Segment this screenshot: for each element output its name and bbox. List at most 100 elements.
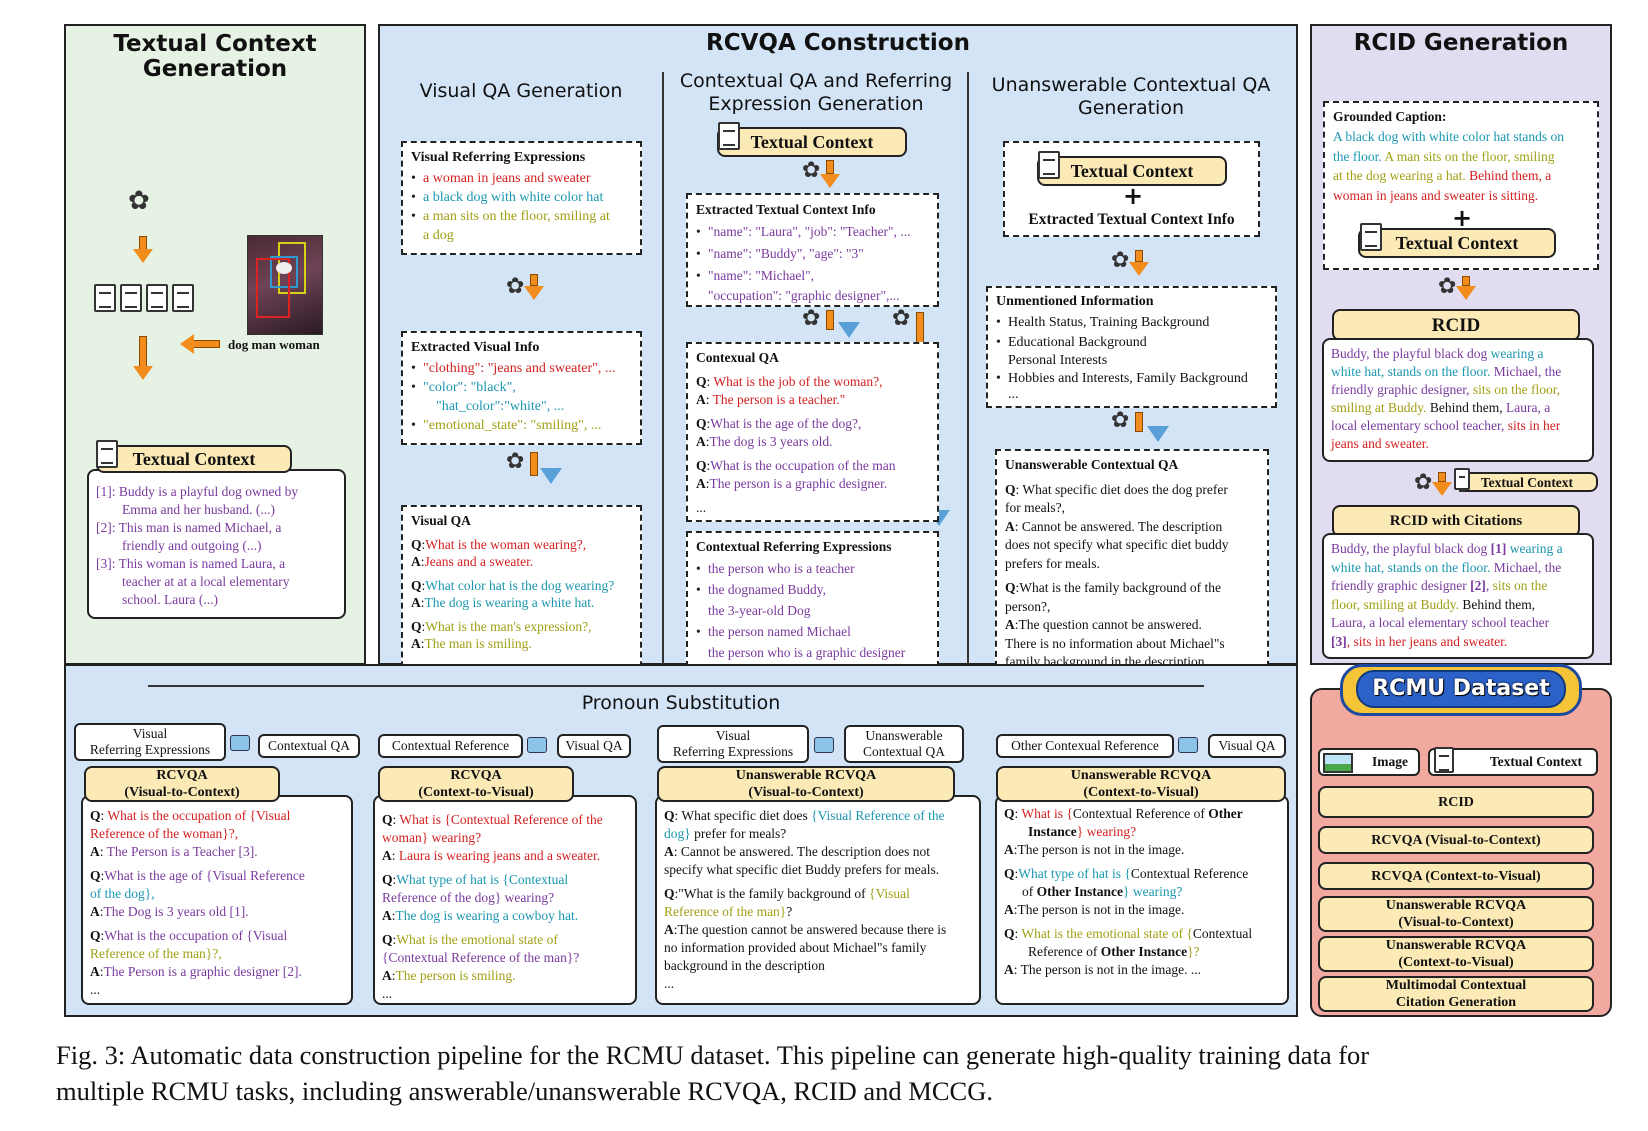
- puzzle-icon: [230, 735, 250, 751]
- filter-icon: [540, 468, 562, 484]
- openai-icon: ✿: [802, 306, 821, 331]
- openai-icon: ✿: [802, 158, 821, 183]
- puzzle-icon: [814, 737, 834, 753]
- filter-icon: [838, 322, 860, 338]
- document-icon: [1360, 223, 1382, 251]
- rcvqa-visual-to-context-label: RCVQA(Visual-to-Context): [84, 766, 280, 802]
- openai-icon: ✿: [892, 306, 911, 331]
- rcid-label: RCID: [1332, 309, 1580, 341]
- textual-context-label: Textual Context: [1037, 156, 1227, 186]
- dataset-title: RCMU Dataset: [1372, 676, 1550, 701]
- document-icon: [172, 284, 194, 312]
- textual-context-small-label: Textual Context: [1456, 472, 1598, 492]
- openai-icon: ✿: [506, 274, 525, 299]
- textual-context-label: Textual Context: [96, 445, 292, 473]
- extracted-visual-info-box: Extracted Visual Info "clothing": "jeans…: [401, 331, 642, 445]
- arrow-down: [1135, 250, 1143, 262]
- filter-icon: [1147, 426, 1169, 442]
- textual-context-label: Textual Context: [1358, 228, 1556, 258]
- tag-visual-qa: Visual QA: [1208, 734, 1286, 758]
- dataset-item-unanswerable-c2v: Unanswerable RCVQA(Context-to-Visual): [1318, 936, 1594, 972]
- panel-title-textual-gen: Textual Context Generation: [113, 31, 317, 82]
- arrow-left-icon: [190, 340, 220, 348]
- panel-title-rcvqa: RCVQA Construction: [706, 30, 970, 56]
- document-icon: [146, 284, 168, 312]
- arrow-down: [139, 336, 147, 368]
- arrowhead-icon: [524, 286, 544, 300]
- rcid-with-citations-label: RCID with Citations: [1332, 505, 1580, 537]
- dataset-item-rcvqa-c2v: RCVQA (Context-to-Visual): [1318, 862, 1594, 890]
- pronoun-title: Pronoun Substitution: [581, 692, 781, 714]
- document-icon: [1434, 747, 1454, 773]
- col-title-visual-qa: Visual QA Generation: [419, 80, 623, 102]
- arrowhead-icon: [1432, 482, 1452, 496]
- rcid-text-box: Buddy, the playful black dog wearing a w…: [1322, 338, 1594, 462]
- panel-title-rcid: RCID Generation: [1353, 30, 1569, 56]
- openai-icon: ✿: [1111, 408, 1130, 433]
- visual-qa-box: Visual QA Q:What is the woman wearing?, …: [401, 505, 642, 677]
- unanswerable-contextual-qa-box: Unanswerable Contextual QA Q: What speci…: [995, 449, 1269, 677]
- unanswerable-rcvqa-visual-to-context-label: Unanswerable RCVQA(Visual-to-Context): [657, 766, 955, 802]
- tag-contextual-reference: Contextual Reference: [378, 734, 523, 758]
- arrowhead-left-icon: [180, 334, 194, 354]
- image-caption: dog man woman: [228, 337, 320, 352]
- arrow-down: [530, 274, 538, 286]
- image-icon: [1323, 753, 1353, 773]
- openai-icon: ✿: [128, 186, 150, 216]
- rcvqa-visual-to-context-box: Q: What is the occupation of {Visual Ref…: [81, 795, 353, 1005]
- arrow-down: [139, 236, 147, 250]
- extracted-info-label: Extracted Textual Context Info: [1028, 211, 1235, 228]
- document-icon: [94, 284, 116, 312]
- document-icon: [96, 440, 118, 468]
- unanswerable-rcvqa-visual-to-context-box: Q: What specific diet does {Visual Refer…: [655, 795, 981, 1005]
- rcid-citations-box: Buddy, the playful black dog [1] wearing…: [1322, 533, 1594, 659]
- openai-icon: ✿: [1438, 274, 1457, 299]
- contextual-referring-expressions-box: Contextual Referring Expressions the per…: [686, 531, 939, 677]
- plus-sign: +: [1123, 182, 1144, 210]
- document-icon: [120, 284, 142, 312]
- extracted-textual-context-info-box: Extracted Textual Context Info "name": "…: [686, 193, 939, 307]
- rcvqa-context-to-visual-box: Q: What is {Contextual Reference of the …: [373, 795, 637, 1005]
- arrow-down: [826, 160, 834, 174]
- arrow-down: [1462, 276, 1470, 286]
- arrowhead-icon: [1129, 262, 1149, 276]
- document-icon: [1454, 468, 1470, 492]
- arrow-down: [826, 310, 834, 330]
- tag-contextual-qa: Contextual QA: [258, 734, 360, 758]
- openai-icon: ✿: [506, 449, 525, 474]
- column-divider: [967, 72, 969, 680]
- column-divider: [662, 72, 664, 680]
- arrow-down: [530, 452, 538, 476]
- visual-referring-expressions-box: Visual Referring Expressions a woman in …: [401, 141, 642, 255]
- arrowhead-icon: [133, 249, 153, 263]
- pronoun-divider-line: [148, 685, 1204, 687]
- openai-icon: ✿: [1414, 470, 1433, 495]
- unmentioned-information-box: Unmentioned Information Health Status, T…: [986, 286, 1277, 408]
- puzzle-icon: [1178, 737, 1198, 753]
- dog-photo: [247, 235, 323, 335]
- rcvqa-context-to-visual-label: RCVQA(Context-to-Visual): [378, 766, 574, 802]
- figure-caption: Fig. 3: Automatic data construction pipe…: [56, 1040, 1370, 1106]
- unanswerable-rcvqa-context-to-visual-label: Unanswerable RCVQA(Context-to-Visual): [996, 766, 1286, 802]
- textual-context-label: Textual Context: [717, 127, 907, 157]
- document-icon: [718, 122, 740, 150]
- document-icon: [1038, 151, 1060, 179]
- openai-icon: ✿: [1111, 248, 1130, 273]
- dataset-textual-context-item: Textual Context: [1428, 748, 1598, 776]
- arrowhead-icon: [820, 174, 840, 188]
- unanswerable-rcvqa-context-to-visual-box: Q: What is {Contextual Reference of Othe…: [995, 795, 1289, 1005]
- arrowhead-icon: [133, 366, 153, 380]
- contextual-qa-box: Contexual QA Q: What is the job of the w…: [686, 342, 939, 522]
- puzzle-icon: [527, 737, 547, 753]
- plus-sign: +: [1452, 204, 1473, 232]
- dataset-item-unanswerable-v2c: Unanswerable RCVQA(Visual-to-Context): [1318, 896, 1594, 932]
- arrow-down: [1438, 472, 1446, 482]
- dataset-item-rcid: RCID: [1318, 786, 1594, 818]
- textual-context-box: [1]: Buddy is a playful dog owned by Emm…: [87, 469, 346, 619]
